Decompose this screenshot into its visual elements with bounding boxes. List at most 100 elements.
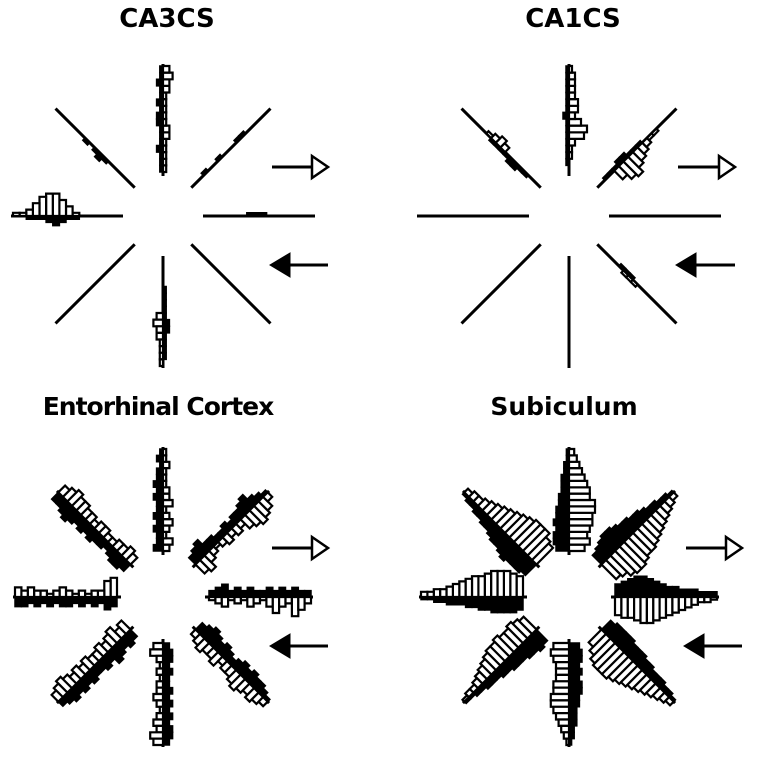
bar-solid	[471, 596, 480, 609]
bar-solid	[303, 589, 312, 598]
bar-solid	[253, 680, 267, 694]
bar-solid	[666, 489, 675, 498]
axis-line-se	[190, 243, 272, 325]
bar-solid	[214, 586, 223, 598]
bar-solid	[162, 667, 174, 676]
bar-solid	[463, 696, 472, 705]
bar-solid	[246, 586, 255, 598]
bar-solid	[478, 513, 493, 528]
bar-open	[161, 64, 171, 74]
bar-solid	[471, 504, 484, 517]
bar-solid	[155, 78, 164, 87]
bar-solid	[560, 486, 570, 495]
bar-solid	[568, 712, 578, 721]
bar-solid	[237, 493, 256, 512]
ray-s	[149, 639, 174, 747]
bar-solid	[155, 467, 164, 476]
bar-solid	[81, 136, 91, 147]
bar-solid	[262, 693, 271, 703]
bar-solid	[14, 596, 23, 608]
bar-solid	[503, 655, 520, 672]
bar-solid	[568, 661, 581, 670]
bar-solid	[658, 583, 667, 598]
bar-solid	[568, 686, 583, 695]
bar-solid	[205, 534, 220, 548]
bar-solid	[162, 352, 167, 361]
ray-nw	[50, 484, 139, 573]
bar-solid	[568, 648, 583, 657]
bar-solid	[484, 596, 492, 611]
bar-solid	[568, 674, 581, 683]
panel-ca3cs	[11, 64, 331, 368]
bar-solid	[458, 596, 467, 606]
bar-open	[650, 127, 660, 138]
bar-solid	[481, 678, 494, 691]
ray-ne	[596, 107, 678, 189]
bar-solid	[259, 212, 268, 217]
filled-arrow-left-icon	[675, 252, 735, 278]
bar-solid	[452, 596, 461, 606]
bar-solid	[485, 522, 502, 539]
bar-solid	[162, 299, 167, 308]
bar-solid	[488, 527, 506, 545]
panel-title-ca3cs: CA3CS	[119, 4, 215, 34]
bar-solid	[610, 523, 630, 543]
axis-line-sw	[460, 243, 542, 325]
bar-solid	[46, 596, 55, 608]
panel-title-entorhinal-cortex: Entorhinal Cortex	[42, 392, 275, 421]
bar-solid	[495, 536, 515, 556]
bar-solid	[557, 492, 570, 501]
bar-open	[11, 211, 21, 218]
bar-solid	[106, 549, 123, 566]
ray-s	[549, 639, 583, 747]
bar-solid	[563, 461, 570, 469]
bar-open	[303, 595, 313, 605]
axis-line-sw	[54, 243, 136, 325]
bar-solid	[641, 661, 656, 676]
bar-solid	[75, 678, 91, 694]
bar-solid	[568, 706, 578, 714]
bar-solid	[555, 543, 570, 552]
bar-solid	[66, 687, 82, 703]
ray-se	[587, 619, 677, 707]
bar-solid	[259, 489, 269, 498]
ray-sw	[460, 243, 542, 325]
bar-solid	[671, 585, 680, 598]
bar-solid	[221, 583, 229, 598]
bar-solid	[494, 664, 509, 679]
ray-e	[203, 212, 315, 218]
bar-solid	[568, 718, 578, 727]
bar-solid	[557, 499, 570, 508]
bar-solid	[155, 454, 164, 463]
bar-solid	[652, 580, 661, 598]
bar-solid	[555, 512, 570, 520]
bar-solid	[515, 596, 524, 611]
bar-solid	[565, 65, 570, 74]
bar-open	[158, 358, 165, 368]
ray-nw	[460, 107, 542, 189]
bar-solid	[162, 699, 174, 708]
bar-solid	[214, 153, 224, 163]
bar-solid	[665, 585, 674, 598]
bar-solid	[235, 659, 251, 676]
ray-ne	[591, 489, 679, 581]
bar-solid	[568, 731, 575, 740]
filled-arrow-left-icon	[269, 252, 328, 278]
bar-solid	[503, 596, 512, 614]
bar-solid	[291, 586, 300, 598]
bar-solid	[552, 531, 570, 540]
bar-solid	[568, 737, 573, 746]
ray-sw	[54, 243, 136, 325]
filled-arrow-left-icon	[683, 633, 742, 659]
bar-solid	[219, 520, 233, 534]
bar-solid	[646, 578, 655, 598]
bar-solid	[246, 493, 260, 507]
bar-solid	[568, 680, 583, 689]
bar-solid	[162, 648, 174, 657]
ray-s	[152, 256, 171, 368]
bar-solid	[162, 712, 174, 721]
bar-solid	[33, 596, 42, 608]
bar-solid	[568, 699, 581, 708]
bar-solid	[560, 473, 570, 482]
